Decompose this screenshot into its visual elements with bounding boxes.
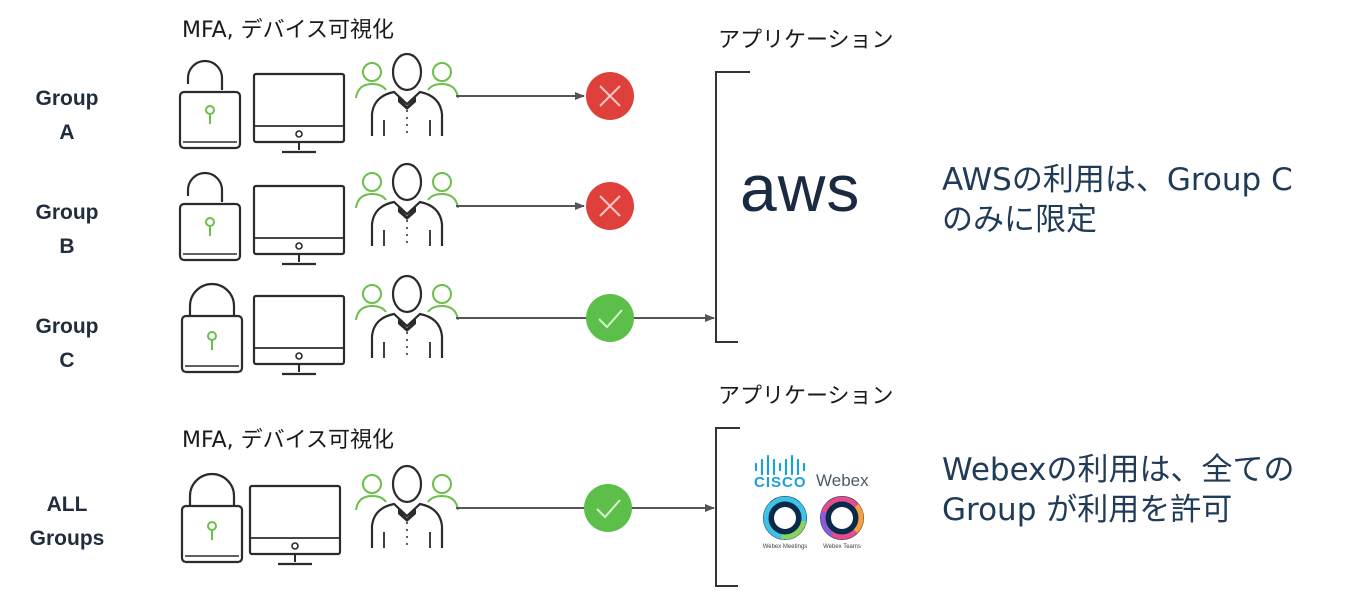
unlocked-padlock-icon (178, 59, 242, 150)
group-a-line2: A (59, 121, 75, 144)
deny-icon (585, 71, 635, 121)
webex-teams-logo-icon (820, 496, 864, 540)
group-label-b: Group B (12, 196, 122, 264)
cisco-logo-icon (754, 454, 806, 476)
unlocked-padlock-icon (178, 171, 242, 262)
caption-bottom: MFA, デバイス可視化 (182, 428, 394, 453)
webex-wordmark: Webex (816, 471, 869, 490)
aws-statement-line2: のみに限定 (942, 202, 1097, 238)
deny-icon (585, 181, 635, 231)
aws-logo: aws (740, 151, 861, 225)
group-all-line2: Groups (29, 527, 105, 550)
aws-statement: AWSの利用は、Group C のみに限定 (942, 160, 1293, 240)
monitor-icon (252, 184, 346, 266)
row-group-b (178, 162, 635, 266)
group-label-a: Group A (12, 82, 122, 150)
webex-meetings-label: Webex Meetings (762, 544, 808, 550)
group-label-c: Group C (12, 310, 122, 378)
webex-teams-label: Webex Teams (823, 544, 861, 550)
user-group-icon (354, 52, 460, 138)
group-c-line1: Group (35, 315, 99, 338)
group-b-line1: Group (35, 201, 99, 224)
group-a-line1: Group (35, 87, 99, 110)
monitor-icon (252, 294, 346, 376)
caption-top: MFA, デバイス可視化 (182, 18, 394, 43)
monitor-icon (248, 484, 342, 566)
row-group-c (180, 274, 715, 376)
webex-statement: Webexの利用は、全ての Group が利用を許可 (942, 450, 1294, 530)
aws-statement-line1: AWSの利用は、Group C (942, 162, 1293, 198)
user-group-icon (354, 274, 460, 360)
user-group-icon (354, 162, 460, 248)
group-c-line2: C (59, 349, 75, 372)
cisco-wordmark: CISCO (754, 474, 807, 491)
webex-statement-line1: Webexの利用は、全ての (942, 452, 1295, 488)
check-icon (583, 483, 633, 533)
webex-meetings-logo-icon (763, 496, 807, 540)
row-group-all (180, 464, 715, 566)
group-label-all: ALL Groups (12, 488, 122, 556)
locked-padlock-icon (180, 472, 244, 564)
aws-app-heading: アプリケーション (718, 28, 894, 53)
check-icon (585, 293, 635, 343)
webex-bracket (715, 427, 740, 587)
user-group-icon (354, 464, 460, 550)
webex-app-heading: アプリケーション (718, 384, 894, 409)
monitor-icon (252, 72, 346, 154)
row-group-a (178, 52, 635, 154)
group-all-line1: ALL (46, 493, 88, 516)
webex-statement-line2: Group が利用を許可 (942, 492, 1233, 528)
group-b-line2: B (59, 235, 75, 258)
aws-bracket (715, 71, 750, 343)
locked-padlock-icon (180, 282, 244, 374)
